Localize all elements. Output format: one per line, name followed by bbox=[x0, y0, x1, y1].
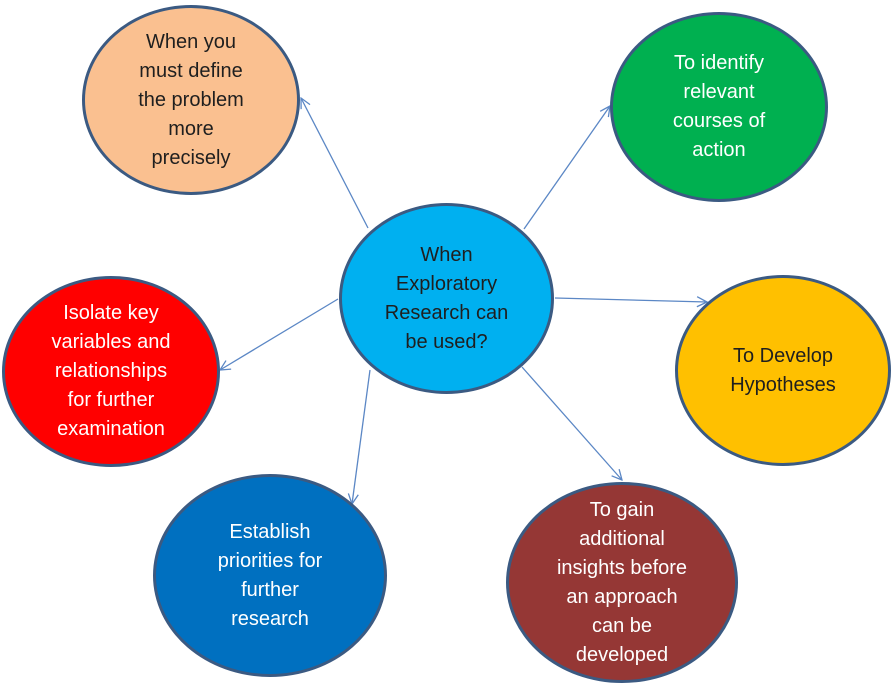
connector-vars bbox=[220, 298, 339, 370]
node-develop-hypotheses-label: To Develop Hypotheses bbox=[730, 344, 836, 396]
connector-action bbox=[523, 106, 610, 230]
center-node-label: When Exploratory Research can be used? bbox=[384, 243, 509, 353]
node-isolate-variables: Isolate key variables and relationships … bbox=[2, 276, 220, 467]
node-develop-hypotheses: To Develop Hypotheses bbox=[675, 275, 891, 466]
node-courses-of-action: To identify relevant courses of action bbox=[610, 12, 828, 202]
node-isolate-variables-label: Isolate key variables and relationships … bbox=[51, 302, 171, 440]
node-courses-of-action-label: To identify relevant courses of action bbox=[672, 52, 766, 161]
connector-define bbox=[301, 98, 369, 229]
node-establish-priorities-label: Establish priorities for further researc… bbox=[217, 520, 323, 630]
connector-hyp bbox=[554, 298, 707, 302]
connector-prio bbox=[352, 369, 371, 504]
node-gain-insights: To gain additional insights before an ap… bbox=[506, 482, 738, 683]
node-gain-insights-label: To gain additional insights before an ap… bbox=[556, 498, 688, 666]
center-node: When Exploratory Research can be used? bbox=[339, 203, 554, 394]
connector-gain bbox=[521, 366, 622, 480]
node-define-problem: When you must define the problem more pr… bbox=[82, 5, 300, 195]
node-define-problem-label: When you must define the problem more pr… bbox=[138, 30, 244, 169]
node-establish-priorities: Establish priorities for further researc… bbox=[153, 474, 387, 677]
